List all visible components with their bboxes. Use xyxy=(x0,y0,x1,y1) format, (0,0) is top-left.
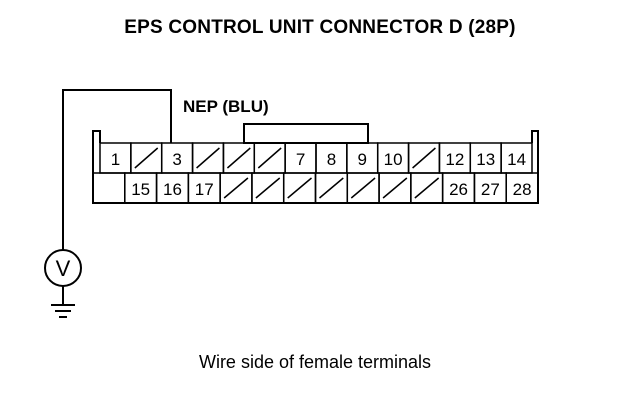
connector-lock-tab xyxy=(243,123,369,144)
terminal-number: 17 xyxy=(195,180,214,199)
terminal-number: 28 xyxy=(513,180,532,199)
empty-cavity-slash xyxy=(382,177,408,199)
probe-wire xyxy=(62,89,172,250)
ground-icon xyxy=(51,304,75,318)
page-title: EPS CONTROL UNIT CONNECTOR D (28P) xyxy=(124,17,516,38)
empty-cavity-slash xyxy=(414,177,440,199)
meter-symbol: V xyxy=(56,256,71,281)
terminal-number: 26 xyxy=(449,180,468,199)
terminal-number: 12 xyxy=(445,150,464,169)
empty-cavity-slash xyxy=(350,177,376,199)
terminal-number: 10 xyxy=(384,150,403,169)
terminal-number: 15 xyxy=(131,180,150,199)
empty-cavity-slash xyxy=(319,177,344,199)
voltmeter-icon: V xyxy=(44,249,82,305)
empty-cavity-slash xyxy=(134,147,159,169)
wire-label: NEP (BLU) xyxy=(183,97,269,116)
empty-cavity-slash xyxy=(223,177,249,199)
caption: Wire side of female terminals xyxy=(198,352,432,372)
empty-cavity-slash xyxy=(412,147,436,169)
terminal-number: 8 xyxy=(327,150,336,169)
terminal-number: 27 xyxy=(481,180,500,199)
empty-cavity-slash xyxy=(255,177,281,199)
empty-cavity-slash xyxy=(287,177,312,199)
terminal-number: 1 xyxy=(111,150,120,169)
terminal-number: 7 xyxy=(296,150,305,169)
terminal-number: 16 xyxy=(163,180,182,199)
connector-cavity xyxy=(92,172,126,204)
connector-cavity xyxy=(505,172,539,204)
terminal-number: 3 xyxy=(172,150,181,169)
terminal-number: 14 xyxy=(507,150,526,169)
terminal-number: 9 xyxy=(358,150,367,169)
empty-cavity-slash xyxy=(257,147,282,169)
empty-cavity-slash xyxy=(226,147,251,169)
terminal-number: 13 xyxy=(476,150,495,169)
empty-cavity-slash xyxy=(196,147,220,169)
